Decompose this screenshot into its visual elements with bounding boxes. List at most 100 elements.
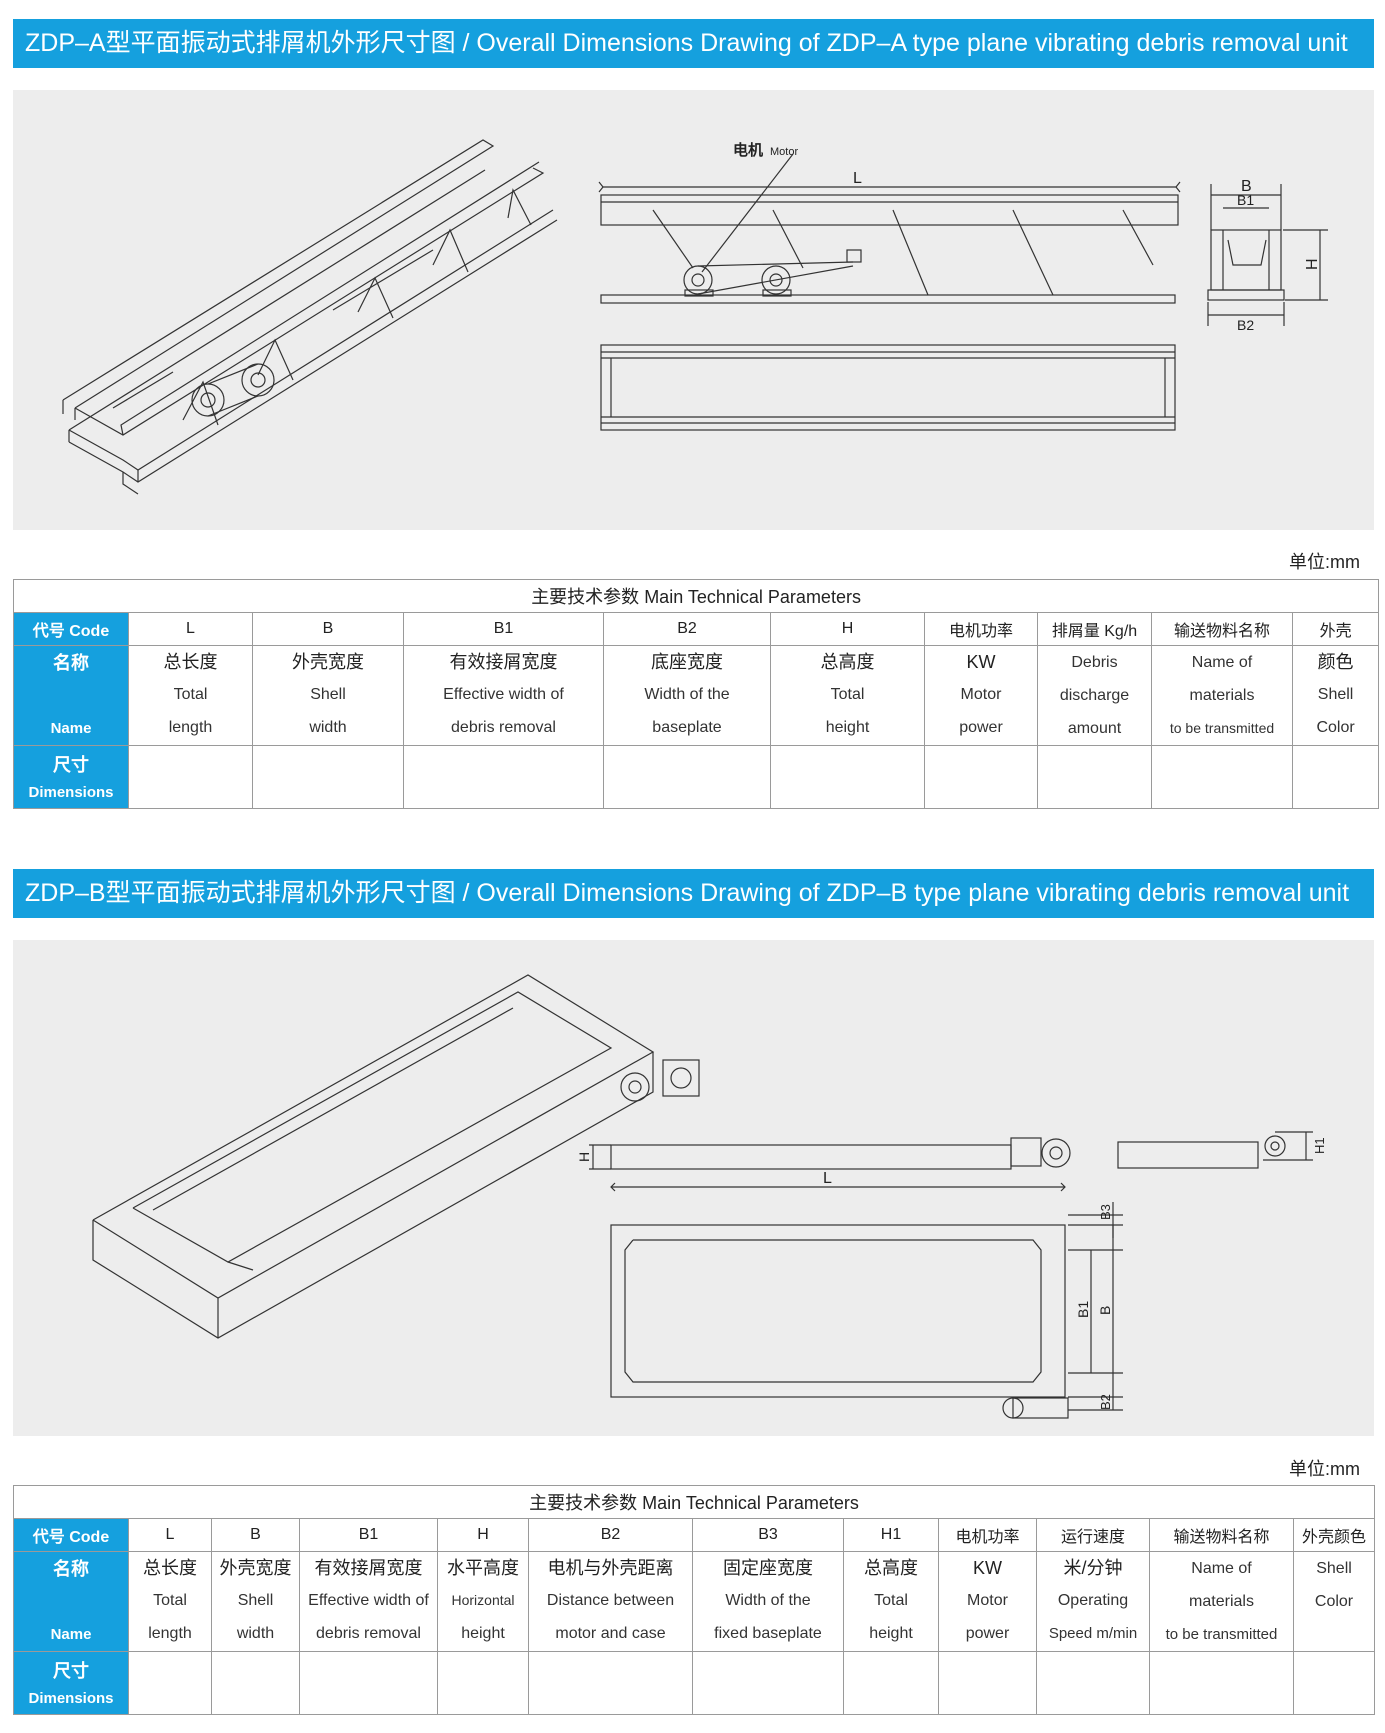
dimension-value-cell xyxy=(924,745,1038,809)
table-caption: 主要技术参数 Main Technical Parameters xyxy=(12,579,1380,613)
col-code: H1 xyxy=(843,1518,939,1552)
dimension-value-cell xyxy=(603,745,771,809)
zdp-b-drawing: H H1 L B3 B1 B B2 xyxy=(92,974,1327,1419)
name-label-cn: 名称 xyxy=(53,1558,89,1579)
col-code: 排屑量 Kg/h xyxy=(1037,612,1152,646)
dimension-value-cell xyxy=(1149,1651,1294,1715)
dimension-value-cell xyxy=(1291,745,1380,809)
dimension-value-cell xyxy=(843,1651,939,1715)
section-a-title: ZDP–A型平面振动式排屑机外形尺寸图 / Overall Dimensions… xyxy=(13,19,1374,68)
dim-label-l: L xyxy=(853,170,862,187)
col-code: B1 xyxy=(299,1518,438,1552)
col-code: 输送物料名称 xyxy=(1151,612,1293,646)
dim-label-b2: B2 xyxy=(1237,317,1254,333)
col-code: B2 xyxy=(603,612,771,646)
col-code: L xyxy=(128,612,253,646)
dimension-value-cell xyxy=(299,1651,438,1715)
dimension-value-cell xyxy=(1036,1651,1150,1715)
dimension-value-cell xyxy=(1151,745,1293,809)
table-caption: 主要技术参数 Main Technical Parameters xyxy=(12,1485,1376,1519)
zdp-a-top-view xyxy=(600,344,1176,431)
dimension-value-cell xyxy=(1292,1651,1376,1715)
name-label-cn: 名称 xyxy=(53,652,89,673)
name-label-en: Name xyxy=(50,719,92,737)
col-code: 运行速度 xyxy=(1036,1518,1150,1552)
dim-label-h1: H1 xyxy=(1312,1137,1327,1154)
dimension-value-cell xyxy=(128,745,253,809)
col-code: 外壳 xyxy=(1291,612,1380,646)
dim-label-b2: B2 xyxy=(1098,1394,1113,1410)
dim-label-h: H xyxy=(1304,258,1321,270)
col-code: H xyxy=(770,612,925,646)
section-b-drawing-panel: H H1 L B3 B1 B B2 xyxy=(13,940,1374,1436)
section-b-title: ZDP–B型平面振动式排屑机外形尺寸图 / Overall Dimensions… xyxy=(13,869,1374,918)
dim-label-b: B xyxy=(1241,178,1252,195)
dimension-value-cell xyxy=(692,1651,844,1715)
zdp-b-end-view xyxy=(1117,1131,1313,1169)
name-label-en: Name xyxy=(50,1625,92,1643)
dimension-value-cell xyxy=(938,1651,1037,1715)
dimension-value-cell xyxy=(1037,745,1152,809)
col-code: B3 xyxy=(692,1518,844,1552)
dimensions-label: 尺寸 Dimensions xyxy=(13,745,129,809)
dim-label-b1: B1 xyxy=(1237,192,1254,208)
dim-label-b1: B1 xyxy=(1075,1301,1091,1318)
section-b-params-table: 主要技术参数 Main Technical Parameters 代号 Code… xyxy=(12,1485,1376,1715)
col-code: 输送物料名称 xyxy=(1149,1518,1294,1552)
col-code: H xyxy=(437,1518,529,1552)
zdp-a-isometric-view xyxy=(62,139,558,495)
dim-label-b: B xyxy=(1097,1306,1113,1315)
dim-label-h: H xyxy=(576,1152,592,1162)
dimension-value-cell xyxy=(528,1651,693,1715)
dimension-value-cell xyxy=(211,1651,300,1715)
col-code: 外壳颜色 xyxy=(1292,1518,1376,1552)
name-label: 名称 Name xyxy=(13,645,129,746)
name-label: 名称 Name xyxy=(13,1551,129,1652)
section-a-params-table: 主要技术参数 Main Technical Parameters 代号 Code… xyxy=(12,579,1380,809)
dimension-value-cell xyxy=(403,745,604,809)
section-b-unit: 单位:mm xyxy=(1289,1459,1360,1479)
zdp-a-side-view xyxy=(598,153,1181,304)
motor-label-cn: 电机 xyxy=(733,141,763,159)
col-code: B1 xyxy=(403,612,604,646)
section-a-drawing-panel: 电机 Motor L B B1 B2 H xyxy=(13,90,1374,530)
zdp-b-top-view xyxy=(610,1182,1123,1419)
dim-label-l: L xyxy=(823,1170,832,1187)
zdp-a-end-view xyxy=(1207,184,1328,326)
col-code: 电机功率 xyxy=(938,1518,1037,1552)
zdp-b-isometric-view xyxy=(92,974,700,1339)
col-code: 电机功率 xyxy=(924,612,1038,646)
col-code: B2 xyxy=(528,1518,693,1552)
code-label: 代号 Code xyxy=(13,612,129,646)
col-code: B xyxy=(252,612,404,646)
dimensions-label: 尺寸 Dimensions xyxy=(13,1651,129,1715)
motor-label-en: Motor xyxy=(770,146,798,158)
dimension-value-cell xyxy=(437,1651,529,1715)
dim-label-b3: B3 xyxy=(1098,1204,1113,1220)
dimension-value-cell xyxy=(770,745,925,809)
code-label: 代号 Code xyxy=(13,1518,129,1552)
col-code: L xyxy=(128,1518,212,1552)
col-code: B xyxy=(211,1518,300,1552)
section-a-unit: 单位:mm xyxy=(1289,552,1360,572)
zdp-b-side-view xyxy=(589,1137,1071,1170)
